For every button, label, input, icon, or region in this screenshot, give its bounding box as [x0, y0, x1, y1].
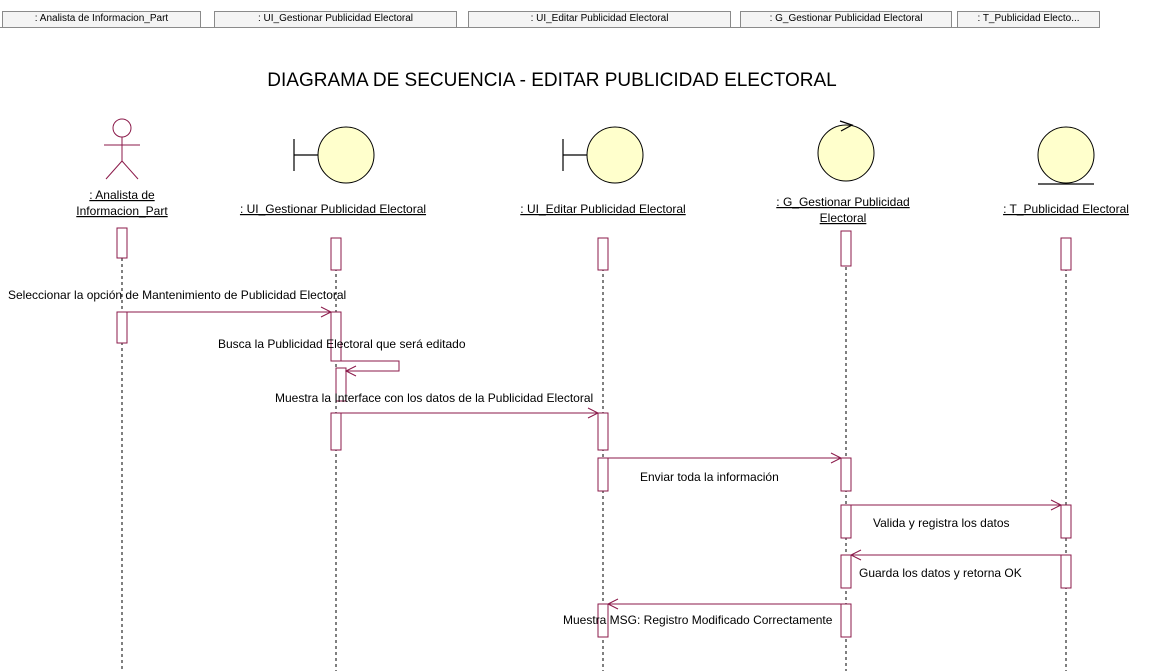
message-label-4: Enviar toda la información	[640, 470, 779, 484]
message-label-5: Valida y registra los datos	[873, 516, 1010, 530]
tab-g-gestionar[interactable]: : G_Gestionar Publicidad Electoral	[740, 11, 952, 27]
activation-box	[330, 412, 342, 451]
tab-t-publicidad[interactable]: : T_Publicidad Electo...	[957, 11, 1100, 27]
activation-box	[116, 227, 128, 259]
boundary-icon-ui-gestionar[interactable]	[293, 126, 375, 184]
message-label-3: Muestra la Interface con los datos de la…	[275, 391, 593, 405]
activation-box	[597, 237, 609, 271]
activation-box	[840, 230, 852, 267]
arrowhead	[344, 365, 357, 377]
participant-label-analista-line2: Informacion_Part	[76, 204, 168, 218]
arrowhead	[830, 452, 843, 464]
activation-box	[840, 554, 852, 589]
activation-box	[116, 311, 128, 344]
activation-box	[597, 603, 609, 638]
arrowhead	[606, 598, 619, 610]
activation-box	[1060, 504, 1072, 539]
messages	[127, 306, 1063, 610]
entity-icon-t-publicidad[interactable]	[1037, 126, 1095, 185]
activation-box	[1060, 554, 1072, 589]
activation-box	[330, 237, 342, 271]
tab-analista[interactable]: : Analista de Informacion_Part	[2, 11, 201, 27]
activation-box	[840, 504, 852, 539]
arrowhead	[587, 407, 600, 419]
activation-box	[597, 412, 609, 451]
boundary-icon-ui-editar[interactable]	[562, 126, 644, 184]
message-label-2: Busca la Publicidad Electoral que será e…	[218, 337, 466, 351]
participant-label-t-publicidad: : T_Publicidad Electoral	[1003, 202, 1129, 216]
arrowhead	[320, 306, 333, 318]
arrowhead	[1050, 499, 1063, 511]
participant-label-ui-gestionar: : UI_Gestionar Publicidad Electoral	[240, 202, 426, 216]
message-label-7: Muestra MSG: Registro Modificado Correct…	[563, 613, 833, 627]
arrowhead	[849, 549, 862, 561]
tab-ui-gestionar[interactable]: : UI_Gestionar Publicidad Electoral	[214, 11, 457, 27]
message-label-6: Guarda los datos y retorna OK	[859, 566, 1022, 580]
activation-box	[1060, 237, 1072, 271]
message-label-1: Seleccionar la opción de Mantenimiento d…	[8, 288, 346, 302]
participant-label-analista-line1: : Analista de	[89, 188, 155, 202]
control-icon-g-gestionar[interactable]	[817, 120, 875, 182]
activation-box	[335, 367, 347, 402]
tab-ui-editar[interactable]: : UI_Editar Publicidad Electoral	[468, 11, 731, 27]
activation-box	[597, 457, 609, 492]
tab-bar-divider	[0, 27, 1100, 28]
self-message-arrow	[341, 360, 400, 372]
lifelines	[121, 228, 1067, 671]
participant-label-g-gestionar-line2: Electoral	[820, 211, 867, 225]
activation-box	[330, 311, 342, 362]
participant-label-g-gestionar-line1: : G_Gestionar Publicidad	[776, 195, 909, 209]
diagram-tab-bar: : Analista de Informacion_Part : UI_Gest…	[0, 0, 1164, 28]
diagram-title: DIAGRAMA DE SECUENCIA - EDITAR PUBLICIDA…	[267, 70, 836, 91]
activation-boxes	[116, 227, 1072, 638]
activation-box	[840, 457, 852, 492]
participant-actor-analista[interactable]	[104, 118, 140, 180]
actor-icon	[112, 118, 132, 138]
participant-label-ui-editar: : UI_Editar Publicidad Electoral	[520, 202, 685, 216]
activation-box	[840, 603, 852, 638]
